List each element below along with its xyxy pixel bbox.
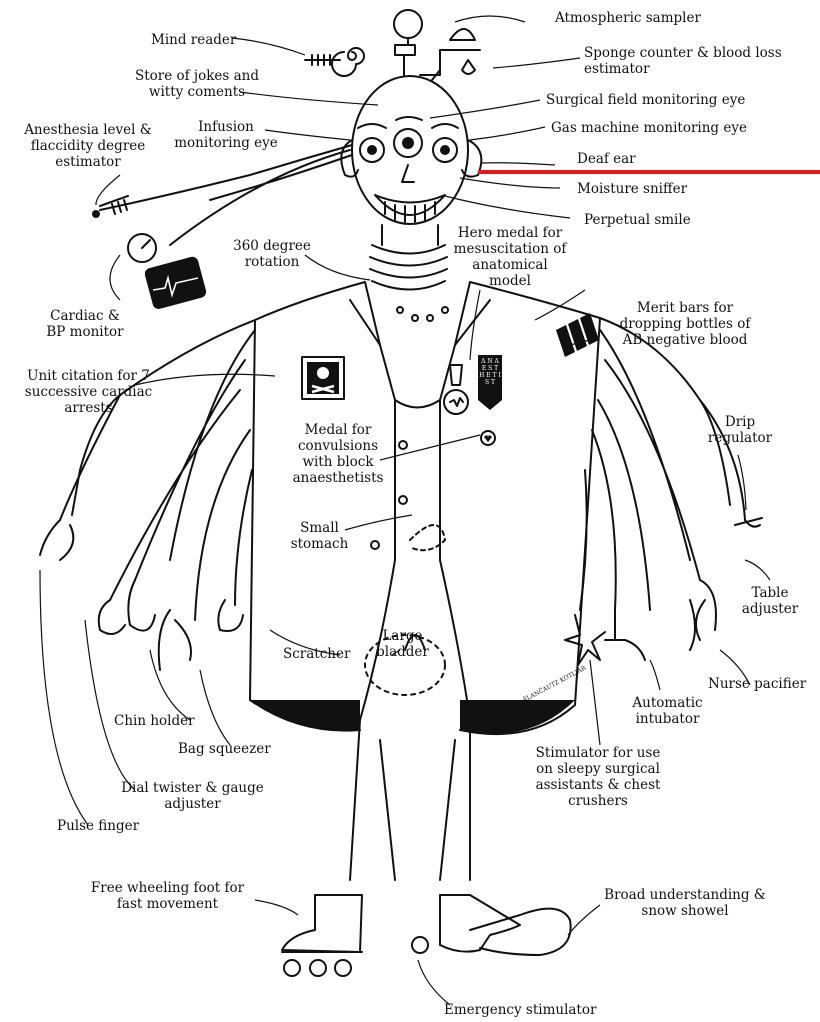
cowboy-boot — [440, 895, 520, 952]
hand-chin-holder — [128, 580, 155, 631]
hand-scratcher — [218, 600, 243, 631]
label-automatic-intubator: Automatic intubator — [625, 695, 710, 727]
label-dial-twister: Dial twister & gauge adjuster — [115, 780, 270, 812]
label-free-wheeling-foot: Free wheeling foot for fast movement — [80, 880, 255, 912]
merit-bars — [556, 313, 599, 357]
label-small-stomach: Small stomach — [287, 520, 352, 552]
label-perpetual-smile: Perpetual smile — [584, 212, 691, 228]
label-table-adjuster: Table adjuster — [730, 585, 810, 617]
label-drip-regulator: Drip regulator — [705, 414, 775, 446]
atmospheric-sampler — [395, 38, 480, 75]
label-mind-reader: Mind reader — [151, 32, 236, 48]
label-nurse-pacifier: Nurse pacifier — [708, 676, 806, 692]
label-gas-machine-eye: Gas machine monitoring eye — [551, 120, 747, 136]
neck-spring — [370, 225, 447, 290]
label-atmospheric-sampler: Atmospheric sampler — [555, 10, 701, 26]
hand-bag-squeezer — [159, 610, 191, 670]
label-scratcher: Scratcher — [283, 646, 350, 662]
label-sponge-counter: Sponge counter & blood loss estimator — [584, 45, 782, 77]
hand-dial-twister — [99, 600, 125, 634]
snow-shovel — [470, 909, 571, 955]
hand-nurse-pacifier — [690, 600, 695, 650]
label-store-of-jokes: Store of jokes and witty coments — [132, 68, 262, 100]
hero-medal — [450, 365, 462, 385]
label-bag-squeezer: Bag squeezer — [178, 741, 271, 757]
hand-table-adjuster — [696, 580, 716, 640]
label-unit-citation: Unit citation for 7 successive cardiac a… — [16, 368, 161, 416]
label-cardiac-bp: Cardiac & BP monitor — [40, 308, 130, 340]
label-chin-holder: Chin holder — [114, 713, 195, 729]
label-broad-understanding: Broad understanding & snow showel — [595, 887, 775, 919]
label-360-rotation: 360 degree rotation — [232, 238, 312, 270]
spur — [412, 937, 428, 953]
coat-outline — [72, 282, 730, 734]
hand-pulse-finger — [40, 520, 73, 560]
stimulator-star — [565, 615, 605, 665]
label-surgical-field-eye: Surgical field monitoring eye — [546, 92, 745, 108]
label-anesthesia-level: Anesthesia level & flaccidity degree est… — [23, 122, 153, 170]
medal-letters: A N A E S T H E T I S T — [479, 358, 501, 386]
trousers — [350, 560, 470, 880]
label-stimulator: Stimulator for use on sleepy surgical as… — [528, 745, 668, 809]
label-infusion-eye: Infusion monitoring eye — [170, 119, 282, 151]
label-pulse-finger: Pulse finger — [57, 818, 139, 834]
label-large-bladder: Large bladder — [370, 628, 435, 660]
label-moisture-sniffer: Moisture sniffer — [577, 181, 687, 197]
mind-reader-spiral — [332, 48, 364, 76]
label-hero-medal: Hero medal for mesuscitation of anatomic… — [450, 225, 570, 289]
label-emergency-stimulator: Emergency stimulator — [444, 1002, 596, 1018]
label-medal-convulsions: Medal for convulsions with block anaesth… — [288, 422, 388, 486]
roller-skate — [282, 895, 362, 952]
drip-regulator-tool — [735, 518, 762, 527]
label-deaf-ear: Deaf ear — [577, 151, 636, 167]
label-merit-bars: Merit bars for dropping bottles of AB ne… — [610, 300, 760, 348]
intubator-tool — [605, 610, 645, 660]
